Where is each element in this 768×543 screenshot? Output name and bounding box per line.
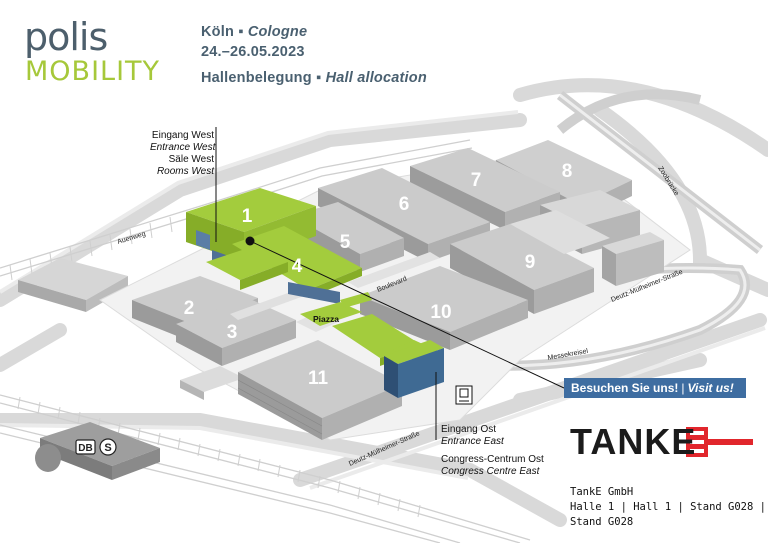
congress-east-en: Congress Centre East [441, 466, 540, 477]
header-dates: 24.–26.05.2023 [201, 44, 305, 60]
visit-us-banner: Besuchen Sie uns!|Visit us! [564, 378, 746, 398]
hall-11 [237, 340, 402, 440]
title-de: Hallenbelegung [201, 70, 312, 86]
tram-stop-icon [455, 385, 473, 405]
header-location: Köln ▪ Cologne [201, 24, 307, 40]
hall-1-label: 1 [242, 206, 253, 227]
entrance-west-de: Eingang West [151, 130, 214, 141]
rooms-west-en: Rooms West [156, 166, 214, 177]
db-station [35, 422, 160, 480]
mobility-logo-word: MOBILITY [25, 56, 161, 87]
hall-9-label: 9 [525, 252, 536, 273]
visit-us-separator: | [681, 381, 685, 395]
hall-5-label: 5 [340, 232, 351, 253]
hall-3 [176, 298, 296, 366]
hall-10-label: 10 [430, 302, 451, 323]
exhibitor-info: TankE GmbH Halle 1 | Hall 1 | Stand G028… [570, 485, 766, 530]
tanke-plug-icon [686, 427, 753, 457]
entrance-west-en: Entrance West [150, 142, 216, 153]
hall-6-label: 6 [399, 194, 410, 215]
congress-centre-east [384, 340, 444, 398]
congress-east-de: Congress-Centrum Ost [441, 454, 544, 465]
tanke-logo-word: TANKE [570, 421, 697, 462]
title-en: Hall allocation [325, 70, 427, 86]
hall-7-label: 7 [471, 170, 482, 191]
stand-marker [245, 236, 255, 246]
hall-10 [360, 266, 528, 350]
piazza-label: Piazza [313, 314, 339, 324]
entrance-west-label: Eingang West Entrance West Säle West Roo… [150, 130, 216, 178]
hall-7 [410, 148, 560, 230]
db-sbahn-badges: DB S [75, 438, 117, 456]
header-title: Hallenbelegung ▪ Hall allocation [201, 70, 427, 86]
city-de: Köln [201, 24, 235, 40]
bullet-2: ▪ [316, 70, 322, 86]
entrance-east-label: Eingang Ost Entrance East Congress-Centr… [441, 424, 544, 478]
hall-2-label: 2 [184, 298, 195, 319]
hall-3-label: 3 [227, 322, 238, 343]
company-name: TankE GmbH [570, 486, 634, 498]
polis-logo-word: polis [24, 15, 108, 59]
visit-us-de: Besuchen Sie uns! [571, 381, 679, 395]
hall-4-label: 4 [292, 256, 303, 277]
bullet-1: ▪ [238, 24, 244, 40]
entrance-east-de: Eingang Ost [441, 424, 497, 435]
hall-4 [206, 226, 362, 304]
leader-lines [215, 127, 565, 440]
sbahn-icon: S [104, 442, 111, 454]
entrance-east-en: Entrance East [441, 436, 504, 447]
stand-info: Halle 1 | Hall 1 | Stand G028 | Stand G0… [570, 501, 766, 528]
rooms-west-de: Säle West [168, 154, 214, 165]
db-icon: DB [78, 443, 92, 454]
hall-8-label: 8 [562, 161, 573, 182]
hall-11-label: 11 [308, 368, 329, 389]
visit-us-en: Visit us! [687, 381, 734, 395]
city-en: Cologne [247, 24, 308, 40]
